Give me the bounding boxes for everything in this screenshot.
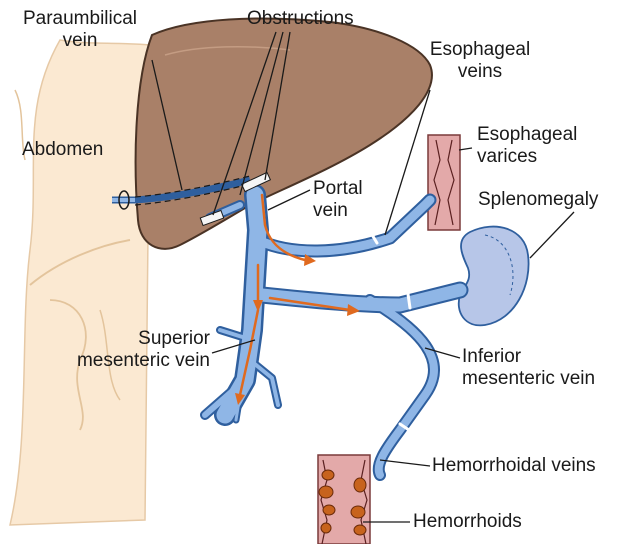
label-abdomen-text: Abdomen <box>22 139 103 161</box>
label-esophageal-varices: Esophageal varices <box>477 124 577 168</box>
label-paraumbilical-vein: Paraumbilical vein <box>20 8 140 52</box>
label-abdomen: Abdomen <box>22 139 103 161</box>
label-superior-mesenteric-line-2: mesenteric vein <box>60 350 210 372</box>
label-superior-mesenteric-vein: Superior mesenteric vein <box>60 328 210 372</box>
abdomen-body <box>10 40 150 525</box>
label-paraumbilical-line-1: Paraumbilical <box>20 8 140 30</box>
portal-venous-system <box>205 195 460 475</box>
liver <box>136 18 432 248</box>
label-splenomegaly-text: Splenomegaly <box>478 189 598 211</box>
label-esophageal-veins-line-1: Esophageal <box>425 39 535 61</box>
label-inferior-mesenteric-vein: Inferior mesenteric vein <box>462 346 595 390</box>
label-esophageal-veins-line-2: veins <box>425 61 535 83</box>
label-obstructions: Obstructions <box>247 8 354 30</box>
spleen <box>459 227 529 326</box>
label-portal-vein-line-1: Portal <box>313 178 363 200</box>
label-splenomegaly: Splenomegaly <box>478 189 598 211</box>
label-portal-vein: Portal vein <box>313 178 363 222</box>
label-inferior-mesenteric-line-1: Inferior <box>462 346 595 368</box>
label-paraumbilical-line-2: vein <box>20 30 140 52</box>
label-hemorrhoidal-veins-text: Hemorrhoidal veins <box>432 455 596 477</box>
label-portal-vein-line-2: vein <box>313 200 363 222</box>
label-superior-mesenteric-line-1: Superior <box>60 328 210 350</box>
label-hemorrhoidal-veins: Hemorrhoidal veins <box>432 455 596 477</box>
label-inferior-mesenteric-line-2: mesenteric vein <box>462 368 595 390</box>
label-obstructions-text: Obstructions <box>247 8 354 30</box>
esophagus <box>428 135 460 230</box>
label-esophageal-veins: Esophageal veins <box>425 39 535 83</box>
label-esophageal-varices-line-1: Esophageal <box>477 124 577 146</box>
label-hemorrhoids-text: Hemorrhoids <box>413 511 522 533</box>
label-hemorrhoids: Hemorrhoids <box>413 511 522 533</box>
label-esophageal-varices-line-2: varices <box>477 146 577 168</box>
